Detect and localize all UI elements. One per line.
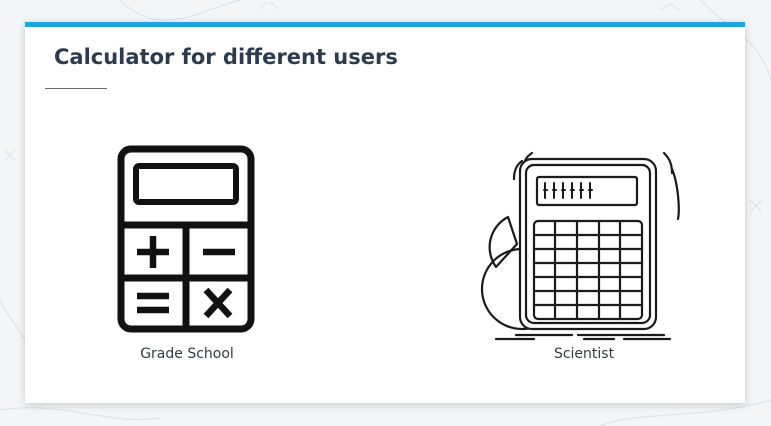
slide-title: Calculator for different users [54,45,398,69]
calculator-basic-icon [117,145,255,333]
title-underline [45,88,107,89]
scientist-calculator-chart-icon [480,151,680,341]
user-label-grade-school: Grade School [140,346,234,362]
user-tile-scientist: Scientist [474,137,694,367]
content-card: Calculator for different users Grade Sch [25,22,745,403]
user-label-scientist: Scientist [553,346,615,362]
user-tile-grade-school: Grade School [77,137,297,367]
